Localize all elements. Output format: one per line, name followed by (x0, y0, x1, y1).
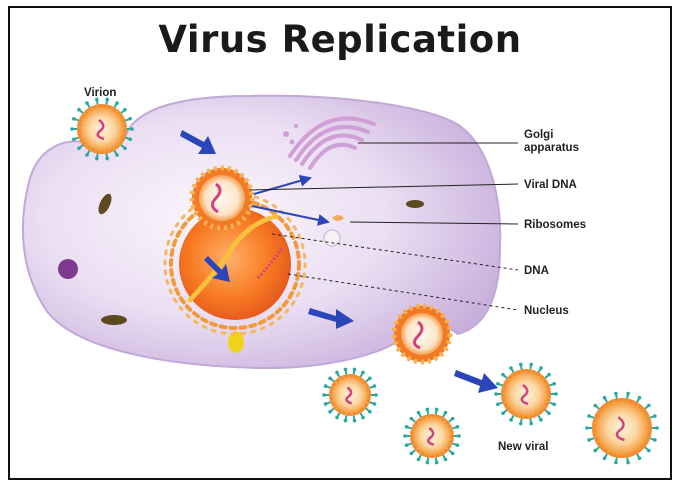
virus-replication-diagram: Virion Golgi apparatus Viral DNA Ribosom… (10, 8, 672, 480)
label-golgi-line1: Golgi (524, 129, 553, 141)
label-dna: DNA (524, 265, 549, 277)
mitochondrion (101, 315, 127, 325)
new-virion (585, 392, 659, 465)
budding-virus (394, 306, 450, 362)
label-new-viral: New viral (498, 441, 549, 453)
diagram-frame: Virus Replication (8, 6, 672, 480)
infecting-virus (192, 168, 252, 228)
new-virion (322, 368, 378, 423)
new-virion (494, 363, 558, 426)
label-ribosomes: Ribosomes (524, 219, 586, 231)
mitochondrion (406, 200, 424, 208)
label-golgi-line2: apparatus (524, 142, 579, 154)
label-virion: Virion (84, 87, 116, 99)
label-nucleus: Nucleus (524, 305, 569, 317)
new-virion (403, 408, 461, 465)
label-viral-dna: Viral DNA (524, 179, 577, 191)
lysosome (58, 259, 78, 279)
